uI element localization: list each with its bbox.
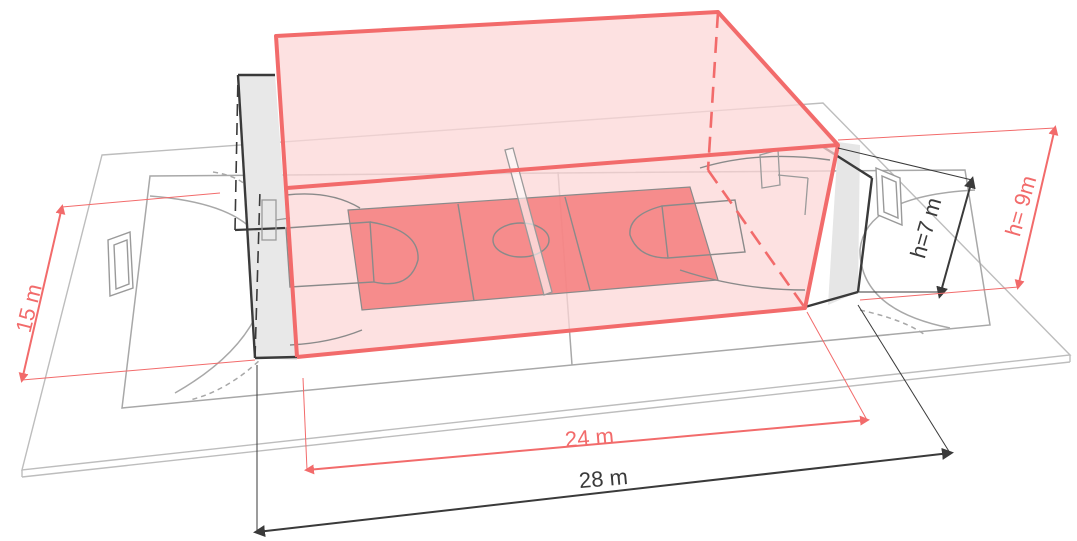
outer-volume-left-face — [234, 73, 298, 360]
label-15m: 15 m — [11, 281, 47, 335]
label-h7m: h=7 m — [905, 195, 946, 261]
label-24m: 24 m — [564, 423, 615, 452]
outer-volume-right-face — [804, 142, 874, 309]
center-net — [504, 147, 553, 296]
label-h9m: h= 9m — [1000, 173, 1041, 239]
dimension-length-28m: 28 m — [253, 304, 954, 538]
inner-volume-outline — [274, 10, 840, 359]
goal-left — [107, 231, 134, 297]
label-28m: 28 m — [578, 464, 629, 493]
goal-right — [875, 166, 903, 227]
inner-volume — [276, 12, 838, 357]
